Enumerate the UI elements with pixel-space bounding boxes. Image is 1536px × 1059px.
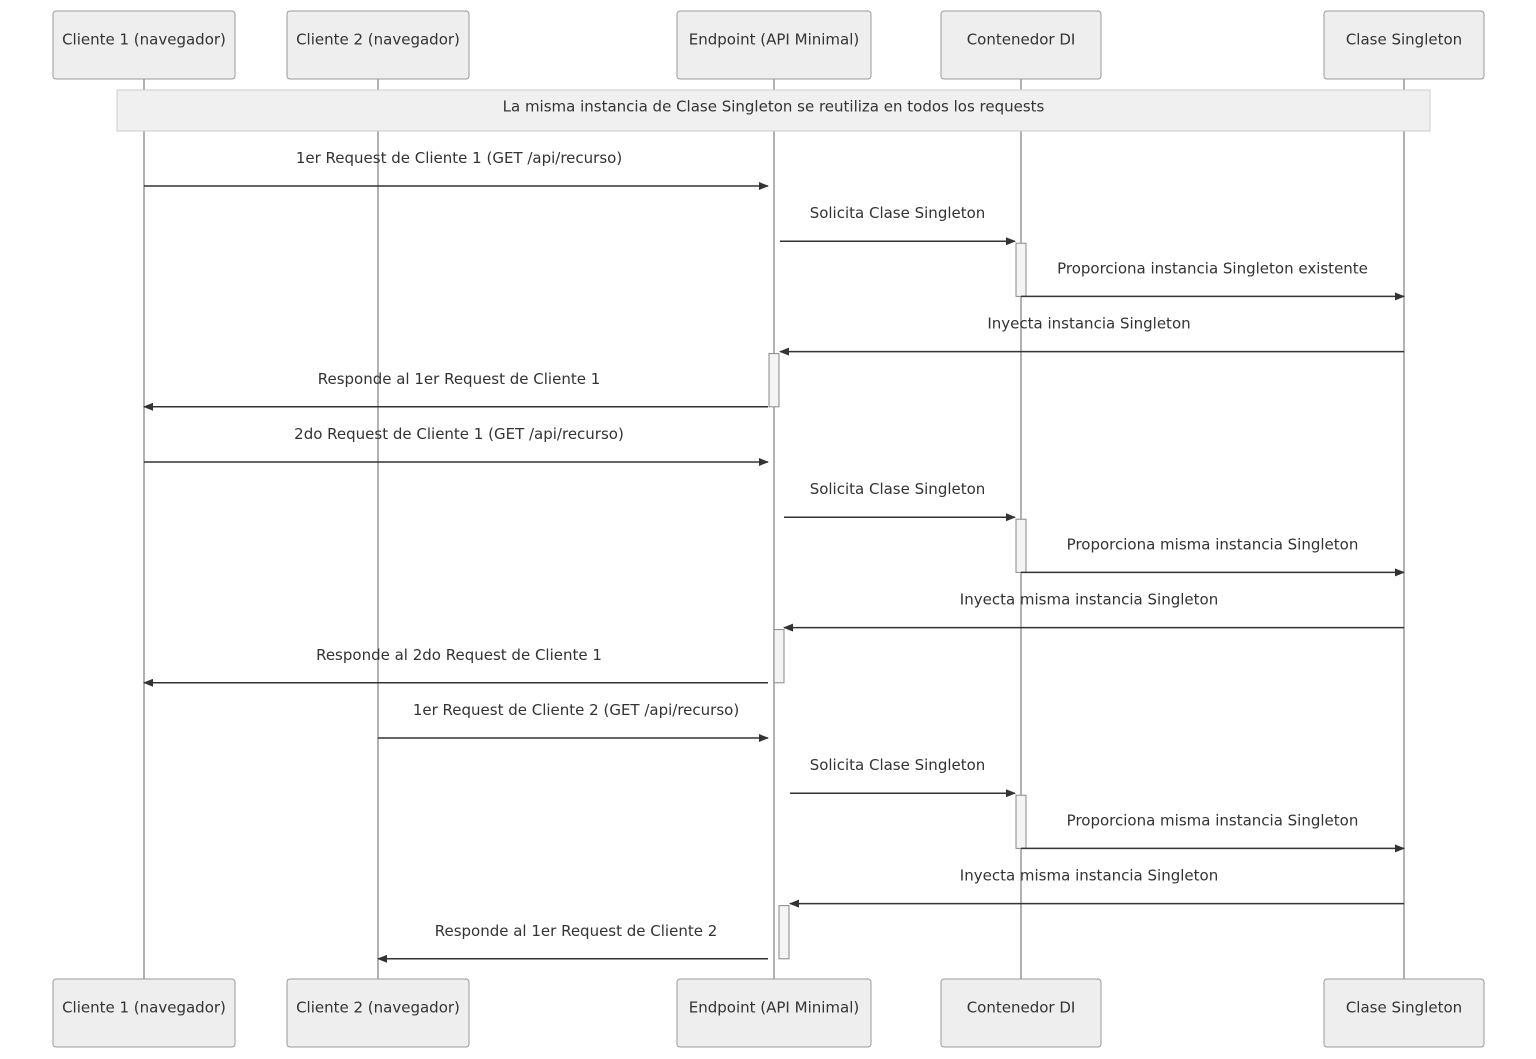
- note-box: [116, 89, 1431, 132]
- participant-box: [1323, 978, 1485, 1048]
- note: La misma instancia de Clase Singleton se…: [116, 89, 1431, 132]
- message-label: 1er Request de Cliente 1 (GET /api/recur…: [296, 149, 622, 167]
- participant-box: [52, 10, 236, 80]
- message-label: Proporciona instancia Singleton existent…: [1057, 259, 1368, 277]
- message-label: Solicita Clase Singleton: [810, 480, 986, 498]
- message-3: Proporciona instancia Singleton existent…: [1021, 259, 1405, 301]
- message-label: 2do Request de Cliente 1 (GET /api/recur…: [294, 425, 624, 443]
- participant-ep-bottom: Endpoint (API Minimal): [676, 978, 872, 1048]
- message-label: 1er Request de Cliente 2 (GET /api/recur…: [413, 701, 739, 719]
- message-label: Solicita Clase Singleton: [810, 756, 986, 774]
- participant-label: Cliente 1 (navegador): [62, 999, 226, 1017]
- message-7: Solicita Clase Singleton: [784, 480, 1016, 522]
- participant-box: [52, 978, 236, 1048]
- participant-box: [676, 978, 872, 1048]
- participant-box: [676, 10, 872, 80]
- message-13: Proporciona misma instancia Singleton: [1021, 811, 1405, 853]
- message-9: Inyecta misma instancia Singleton: [783, 591, 1404, 632]
- participant-di-top: Contenedor DI: [940, 10, 1102, 80]
- message-label: Responde al 1er Request de Cliente 2: [435, 922, 718, 940]
- message-label: Responde al 2do Request de Cliente 1: [316, 646, 602, 664]
- message-15: Responde al 1er Request de Cliente 2: [377, 922, 768, 963]
- message-label: Inyecta instancia Singleton: [987, 315, 1190, 333]
- participant-c2-bottom: Cliente 2 (navegador): [286, 978, 470, 1048]
- participant-c1-bottom: Cliente 1 (navegador): [52, 978, 236, 1048]
- activation-bar-di: [1015, 794, 1027, 849]
- participant-sg-top: Clase Singleton: [1323, 10, 1485, 80]
- activation-bar-ep: [778, 905, 790, 960]
- participant-ep-top: Endpoint (API Minimal): [676, 10, 872, 80]
- participant-box: [940, 978, 1102, 1048]
- message-14: Inyecta misma instancia Singleton: [789, 867, 1404, 908]
- participant-label: Cliente 2 (navegador): [296, 999, 460, 1017]
- message-11: 1er Request de Cliente 2 (GET /api/recur…: [378, 701, 769, 742]
- participant-label: Clase Singleton: [1346, 999, 1462, 1017]
- participant-di-bottom: Contenedor DI: [940, 978, 1102, 1048]
- participant-c1-top: Cliente 1 (navegador): [52, 10, 236, 80]
- message-10: Responde al 2do Request de Cliente 1: [143, 646, 768, 687]
- message-label: Responde al 1er Request de Cliente 1: [318, 370, 601, 388]
- activation-bar-ep: [768, 353, 780, 408]
- message-1: 1er Request de Cliente 1 (GET /api/recur…: [144, 149, 769, 190]
- participant-label: Clase Singleton: [1346, 31, 1462, 49]
- participant-box: [1323, 10, 1485, 80]
- message-label: Proporciona misma instancia Singleton: [1067, 811, 1359, 829]
- message-8: Proporciona misma instancia Singleton: [1021, 535, 1405, 577]
- message-label: Proporciona misma instancia Singleton: [1067, 535, 1359, 553]
- message-label: Inyecta misma instancia Singleton: [960, 591, 1218, 609]
- message-5: Responde al 1er Request de Cliente 1: [143, 370, 768, 411]
- note-text: La misma instancia de Clase Singleton se…: [503, 98, 1045, 116]
- participant-label: Endpoint (API Minimal): [689, 999, 860, 1017]
- participant-box: [940, 10, 1102, 80]
- activation-bar-ep: [773, 629, 785, 684]
- message-6: 2do Request de Cliente 1 (GET /api/recur…: [144, 425, 769, 466]
- participant-label: Endpoint (API Minimal): [689, 31, 860, 49]
- participant-sg-bottom: Clase Singleton: [1323, 978, 1485, 1048]
- message-12: Solicita Clase Singleton: [790, 756, 1016, 798]
- message-label: Solicita Clase Singleton: [810, 204, 986, 222]
- participant-c2-top: Cliente 2 (navegador): [286, 10, 470, 80]
- participant-box: [286, 10, 470, 80]
- activation-bar-di: [1015, 518, 1027, 573]
- participant-label: Cliente 1 (navegador): [62, 31, 226, 49]
- message-label: Inyecta misma instancia Singleton: [960, 867, 1218, 885]
- participant-label: Cliente 2 (navegador): [296, 31, 460, 49]
- participant-label: Contenedor DI: [967, 999, 1076, 1017]
- message-4: Inyecta instancia Singleton: [779, 315, 1404, 356]
- message-2: Solicita Clase Singleton: [780, 204, 1016, 246]
- participant-box: [286, 978, 470, 1048]
- participant-label: Contenedor DI: [967, 31, 1076, 49]
- activation-bar-di: [1015, 242, 1027, 297]
